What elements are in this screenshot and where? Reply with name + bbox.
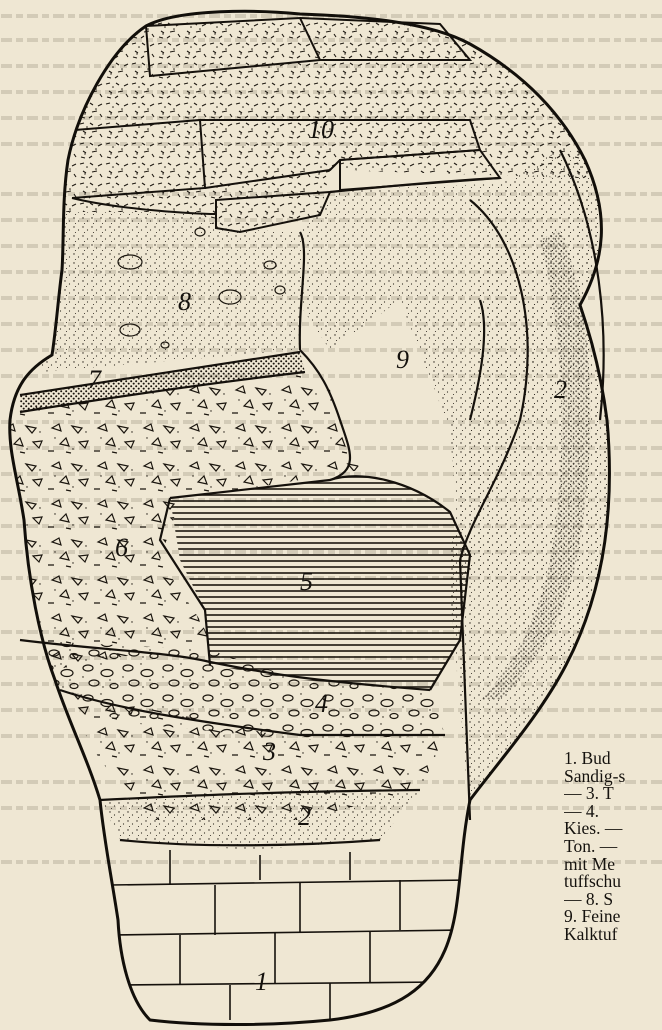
caption-line: 1. Bud <box>564 750 662 768</box>
layer-label-10: 10 <box>308 115 334 144</box>
layer-label-3: 3 <box>262 737 276 766</box>
layer-label-7: 7 <box>88 365 102 394</box>
layer-label-4: 4 <box>315 689 328 718</box>
caption-line: Ton. — <box>564 838 662 856</box>
layer-label-2-right: 2 <box>554 375 567 404</box>
layer-label-5: 5 <box>300 567 313 596</box>
layer-label-6: 6 <box>115 533 128 562</box>
caption-line: Kalktuf <box>564 926 662 944</box>
layer-label-9: 9 <box>396 345 409 374</box>
layer-label-8: 8 <box>178 287 191 316</box>
layer-label-1: 1 <box>255 967 268 996</box>
figure-caption: 1. Bud Sandig-s — 3. T — 4. Kies. — Ton.… <box>564 750 662 944</box>
layer-label-2: 2 <box>298 802 311 831</box>
